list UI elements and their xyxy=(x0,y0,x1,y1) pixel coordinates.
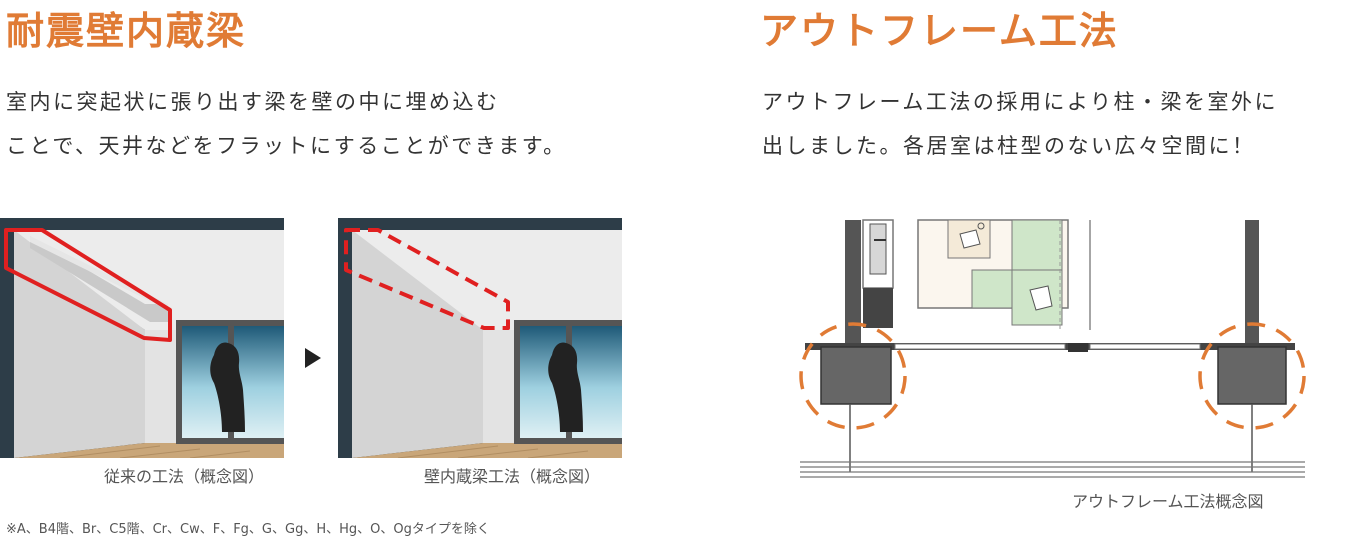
left-description: 室内に突起状に張り出す梁を壁の中に埋め込む ことで、天井などをフラットにすること… xyxy=(6,80,567,168)
wall-integrated-beam-illustration xyxy=(338,218,622,458)
conventional-beam-illustration xyxy=(0,218,284,458)
right-heading: アウトフレーム工法 xyxy=(760,9,1119,53)
wall-beam-caption: 壁内蔵梁工法（概念図） xyxy=(424,467,601,486)
footnote: ※A、B4階、Br、C5階、Cr、Cw、F、Fg、G、Gg、H、Hg、O、Ogタ… xyxy=(6,522,490,537)
left-heading: 耐震壁内蔵梁 xyxy=(6,9,247,53)
conventional-caption: 従来の工法（概念図） xyxy=(104,467,265,486)
right-description-line-1: アウトフレーム工法の採用により柱・梁を室外に xyxy=(762,90,1278,114)
outframe-plan-diagram xyxy=(790,210,1310,485)
left-description-line-2: ことで、天井などをフラットにすることができます。 xyxy=(6,134,567,158)
outframe-caption: アウトフレーム工法概念図 xyxy=(1072,492,1264,511)
right-description-line-2: 出しました。各居室は柱型のない広々空間に！ xyxy=(762,134,1256,158)
beam-highlight-outline xyxy=(4,228,172,342)
right-description: アウトフレーム工法の採用により柱・梁を室外に 出しました。各居室は柱型のない広々… xyxy=(762,80,1278,168)
embedded-beam-dashed-outline xyxy=(344,228,510,330)
triangle-right-icon xyxy=(305,348,321,368)
left-description-line-1: 室内に突起状に張り出す梁を壁の中に埋め込む xyxy=(6,90,500,114)
